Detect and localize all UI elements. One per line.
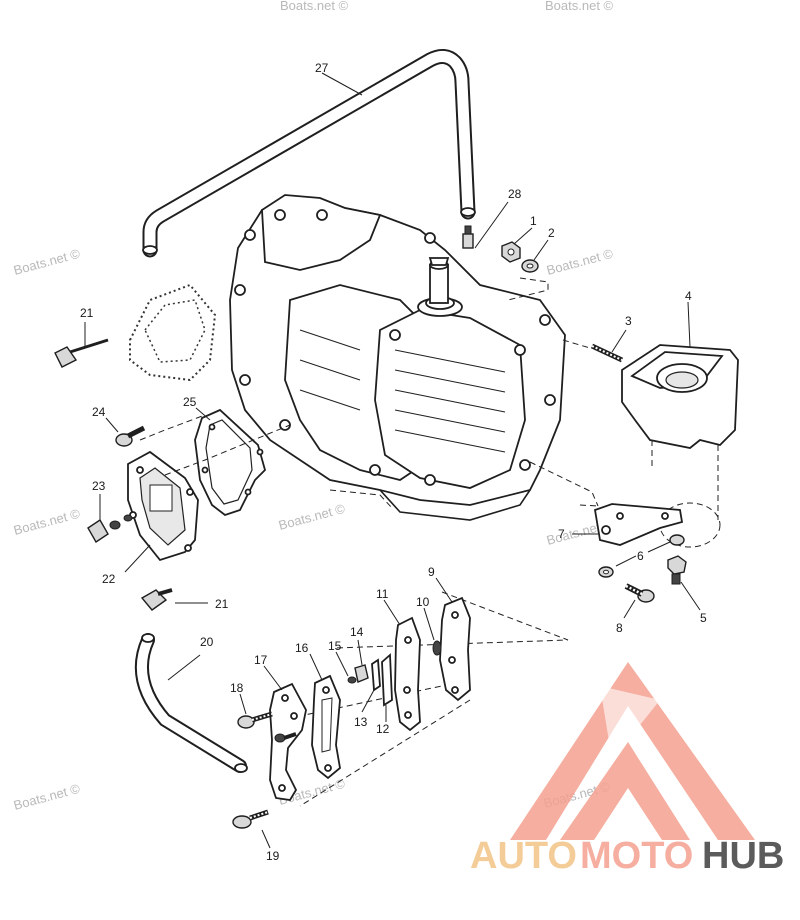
part-12-spring [381,653,393,722]
part-7-bracket-plate [572,503,684,546]
part-20-hose [134,633,248,773]
callout-20: 20 [200,635,214,649]
callout-9: 9 [428,565,435,579]
part-16-plate [309,653,341,780]
part-13-spacer [361,658,381,713]
part-2-washer [521,239,549,273]
part-22-cover [124,450,199,573]
callout-7: 7 [558,527,565,541]
callout-14: 14 [350,625,364,639]
engine-block [229,194,566,521]
logo-text-hub: HUB [702,835,784,877]
callout-21-upper: 21 [80,306,94,320]
callout-19: 19 [266,849,280,863]
callout-28: 28 [508,187,522,201]
part-25-gasket [194,407,267,517]
watermark-text: Boats.net © [545,0,614,13]
watermark-text: Boats.net © [12,246,82,278]
callout-15: 15 [328,639,342,653]
part-11-plate [383,599,421,732]
callout-17: 17 [254,653,268,667]
callout-13: 13 [354,715,368,729]
watermark-text: Boats.net © [12,506,82,538]
part-8-bolt [623,583,655,619]
part-17-spring [274,732,297,743]
callout-27: 27 [315,61,329,75]
logo-text-moto: MOTO [580,835,693,877]
part-3-stud [562,329,627,363]
part-17-plate [263,665,307,801]
callout-18: 18 [230,681,244,695]
callout-25: 25 [183,395,197,409]
part-23-elbow [87,494,133,543]
callout-22: 22 [102,572,116,586]
logo-text-auto: AUTO [470,835,577,877]
part-28-fitting [462,201,509,249]
callout-23: 23 [92,479,106,493]
callout-3: 3 [625,314,632,328]
part-27-hose [142,49,476,258]
callout-10: 10 [416,595,430,609]
part-15-screw [335,651,357,684]
callout-2: 2 [548,226,555,240]
part-9-plate [435,577,471,702]
part-10-spring [423,607,442,656]
part-19-screw [232,809,271,849]
callout-12: 12 [376,722,390,736]
callout-5: 5 [700,611,707,625]
part-24-bolt [105,417,146,447]
watermark-text: Boats.net © [545,246,615,278]
callout-4: 4 [685,289,692,303]
automotohub-logo: AUTO MOTO HUB [470,662,784,877]
part-4-bracket [621,301,739,520]
exhaust-cover-outline [129,283,217,382]
watermark-text: Boats.net © [277,501,347,533]
part-6-washer [598,534,685,578]
callout-8: 8 [616,621,623,635]
callout-21-lower: 21 [215,597,229,611]
callout-16: 16 [295,641,309,655]
part-14-screw [354,639,369,683]
part-18-screw [237,693,273,729]
callout-labels: 27 28 1 2 4 3 21 24 25 23 22 7 6 5 8 9 1… [80,61,707,863]
part-21-lower-elbow [140,588,208,611]
callout-11: 11 [376,587,389,601]
callout-24: 24 [92,405,106,419]
callout-6: 6 [637,549,644,563]
part-21-upper-connector [54,322,109,368]
callout-1: 1 [530,214,537,228]
watermark-text: Boats.net © [12,781,82,813]
part-5-screw [667,555,701,611]
part-1-nut [501,227,533,263]
watermark-text: Boats.net © [280,0,349,13]
